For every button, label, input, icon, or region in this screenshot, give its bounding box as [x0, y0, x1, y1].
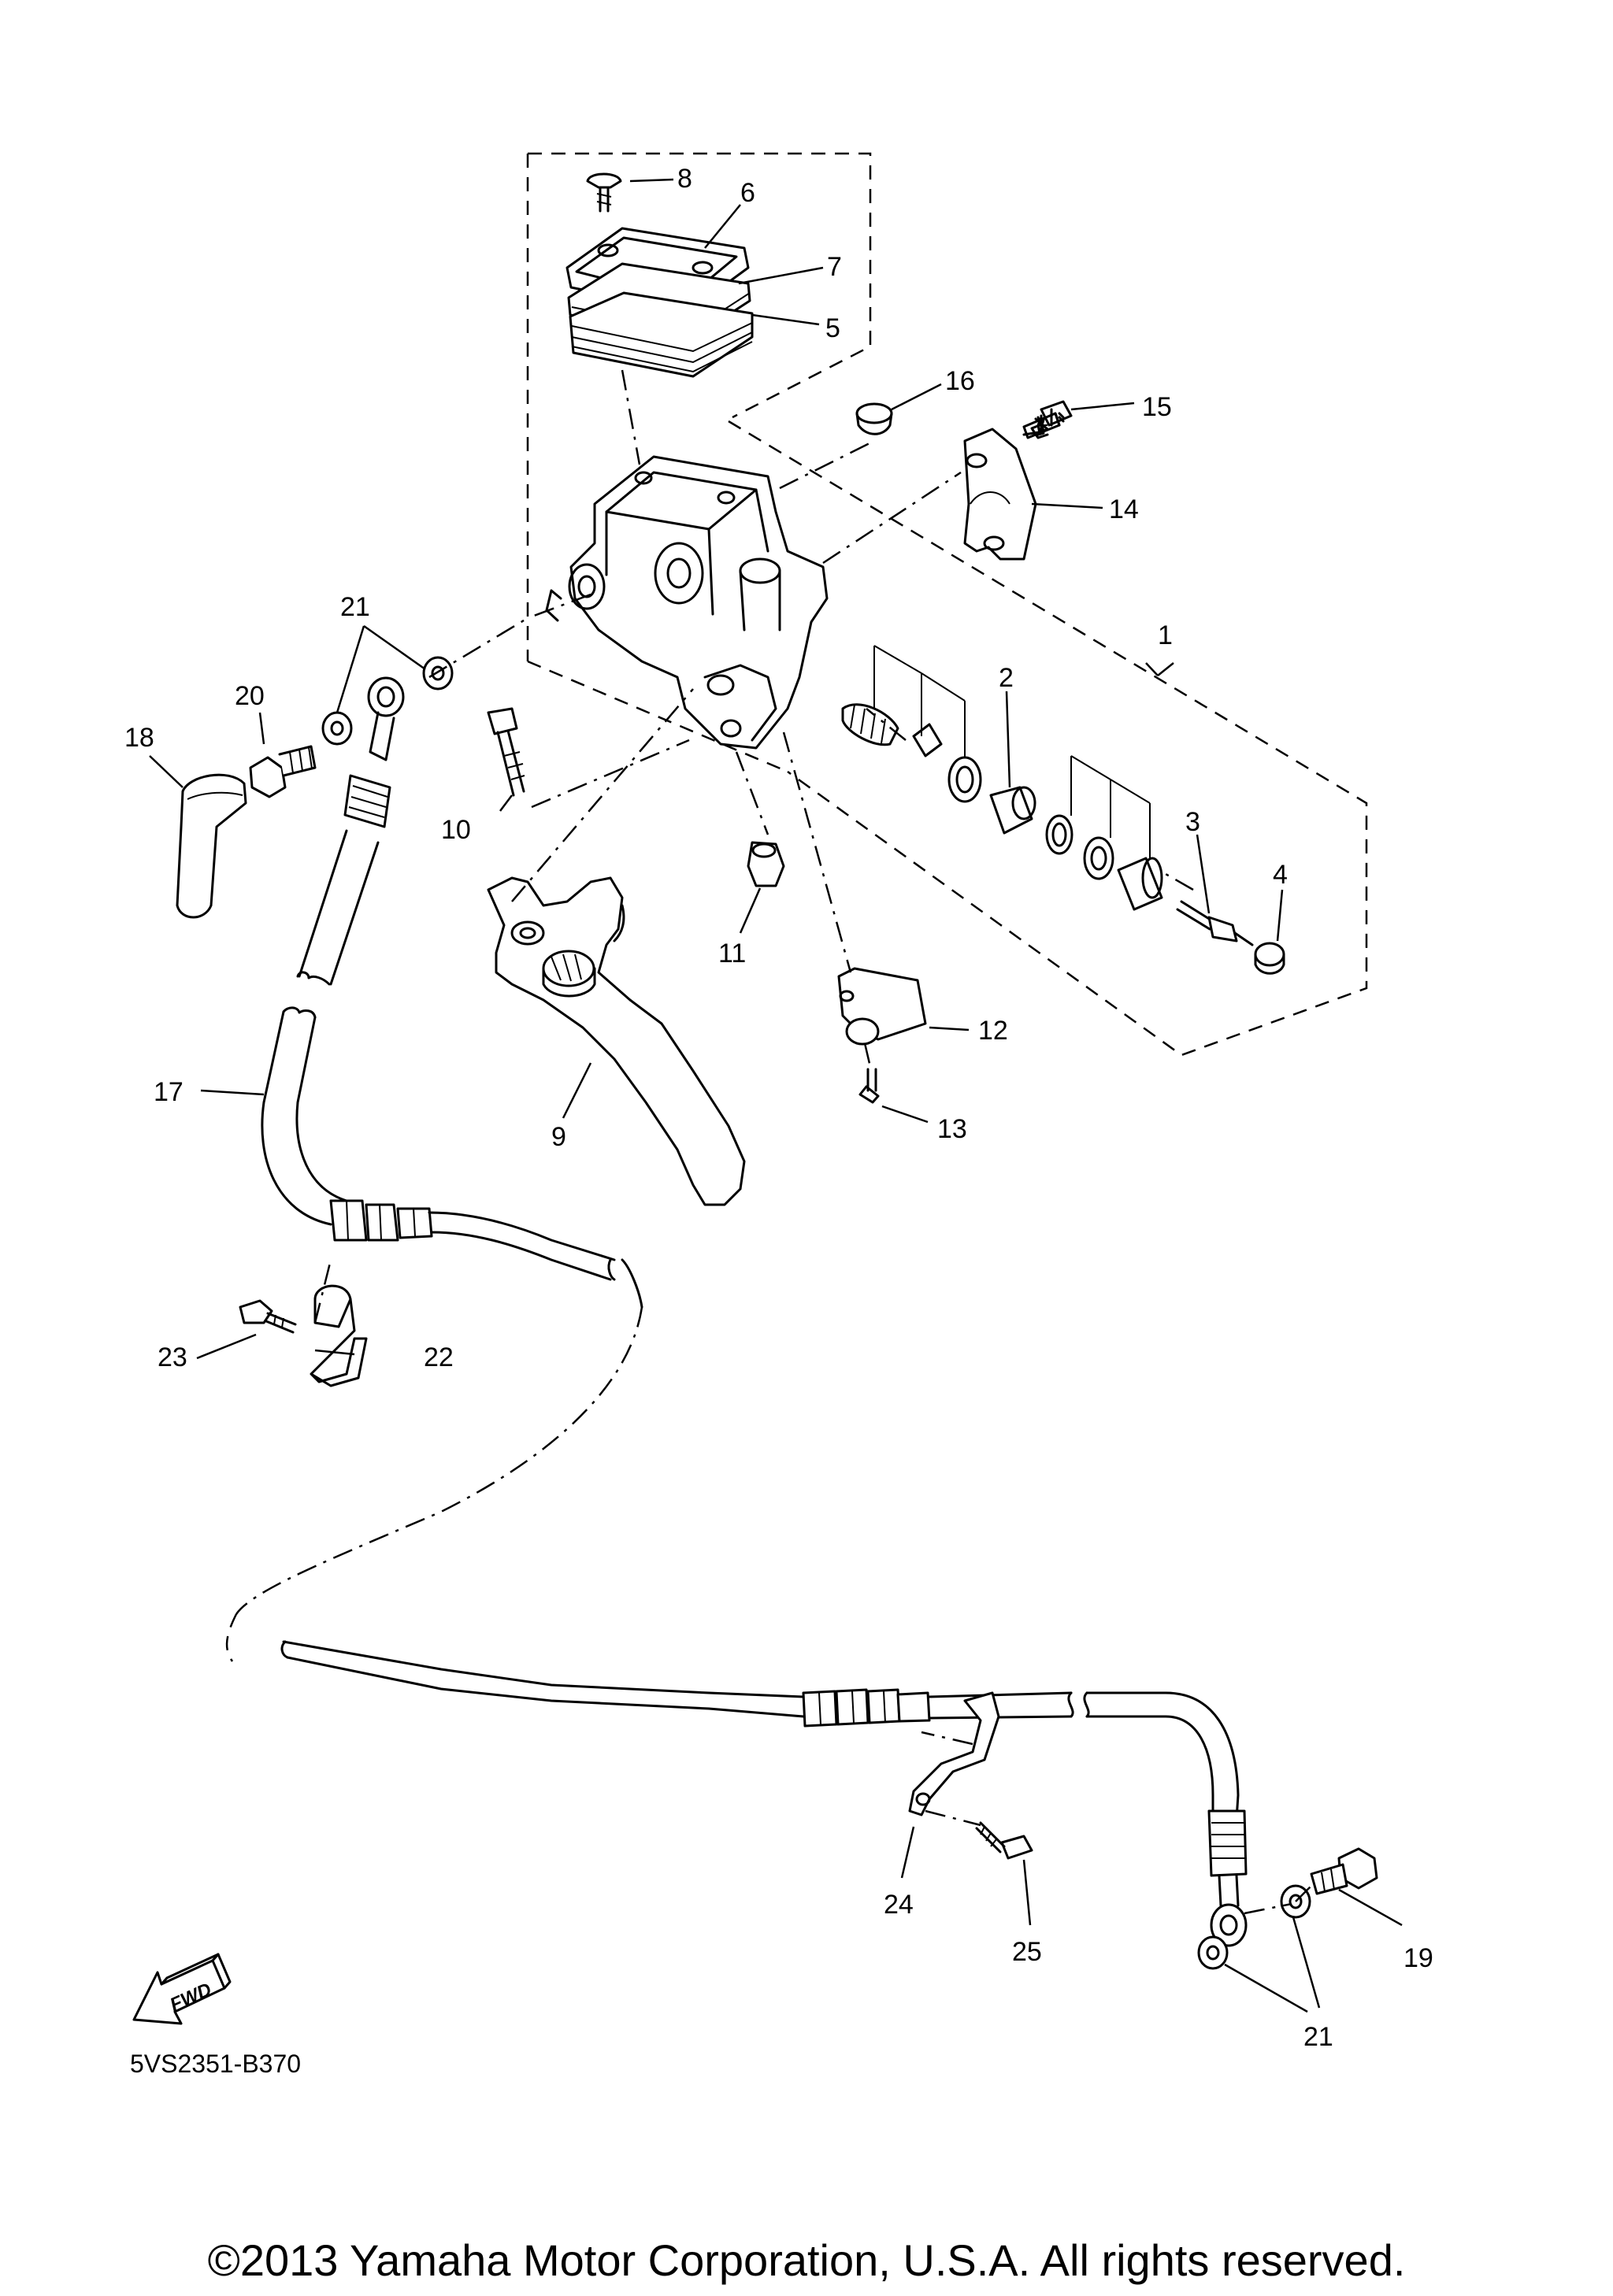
callout-12: 12: [978, 1016, 1008, 1046]
callout-21-top: 21: [340, 592, 370, 622]
leader-lines: [149, 178, 1403, 2013]
reservoir-screw: [586, 172, 622, 213]
fwd-arrow-icon: FWD: [132, 1953, 232, 2025]
clutch-switch: [837, 967, 927, 1046]
callout-22: 22: [424, 1342, 454, 1372]
callout-15: 15: [1142, 392, 1172, 422]
callout-25: 25: [1012, 1937, 1042, 1967]
diaphragm: [569, 291, 754, 378]
callout-4: 4: [1273, 860, 1288, 890]
callout-24: 24: [884, 1890, 914, 1920]
hose-guide: [310, 1284, 368, 1387]
callout-14: 14: [1109, 494, 1139, 524]
clutch-hose: [225, 829, 805, 1718]
pivot-bolt: [487, 707, 525, 797]
callout-8: 8: [677, 164, 692, 194]
callout-1: 1: [1158, 620, 1173, 650]
master-cylinder-body: [545, 455, 829, 750]
bracket-bolt: [975, 1821, 1033, 1860]
pivot-nut: [747, 841, 785, 887]
hose-fitting-top: [343, 774, 391, 828]
callout-labels: 1 2 3 4 5 6 7 8 9 10 11 12 13 14 15 16 1…: [124, 164, 1433, 2052]
callout-18: 18: [124, 723, 154, 753]
callout-17: 17: [154, 1077, 184, 1107]
callout-9: 9: [551, 1122, 566, 1152]
piston-kit: [841, 703, 1163, 911]
union-bolt-bottom: [1310, 1847, 1378, 1895]
hose-clamp-bracket: [908, 1691, 1000, 1816]
copper-washer-bottom-b: [1197, 1935, 1229, 1970]
master-cylinder-holder: [963, 428, 1037, 561]
push-rod-cap: [1254, 942, 1285, 975]
piston-leader-lines: [873, 645, 1151, 858]
hose-guide-bolt: [239, 1299, 297, 1334]
callout-20: 20: [235, 681, 265, 711]
clutch-lever: [487, 876, 746, 1206]
union-bolt-top: [249, 745, 317, 798]
callout-3: 3: [1185, 807, 1200, 837]
callout-19: 19: [1403, 1943, 1433, 1973]
master-cylinder-assembly-outline: [728, 420, 1368, 1057]
holder-bolt-body: [1022, 412, 1065, 439]
reservoir-cap-plug: [855, 402, 893, 435]
reservoir-cap-group-outline: [526, 152, 872, 773]
callout-6: 6: [740, 178, 755, 208]
copyright-notice: ©2013 Yamaha Motor Corporation, U.S.A. A…: [208, 2235, 1406, 2285]
callout-5: 5: [825, 313, 840, 343]
callout-13: 13: [937, 1114, 967, 1144]
callout-21-bottom: 21: [1303, 2022, 1333, 2052]
dust-boot: [176, 773, 247, 919]
diagram-code: 5VS2351-B370: [130, 2050, 301, 2078]
callout-11: 11: [718, 939, 746, 968]
copper-washer-top-a: [321, 711, 353, 746]
switch-screw: [858, 1068, 880, 1104]
copper-washer-top-b: [422, 656, 454, 691]
banjo-fitting-top: [367, 676, 405, 761]
alignment-lines: [313, 369, 1312, 1915]
callout-7: 7: [827, 252, 842, 282]
callout-23: 23: [158, 1342, 187, 1372]
hose-fitting-bottom: [802, 1688, 1248, 1947]
callout-10: 10: [441, 815, 471, 845]
push-rod: [1176, 900, 1254, 946]
callout-16: 16: [945, 366, 975, 396]
callout-2: 2: [999, 663, 1014, 693]
